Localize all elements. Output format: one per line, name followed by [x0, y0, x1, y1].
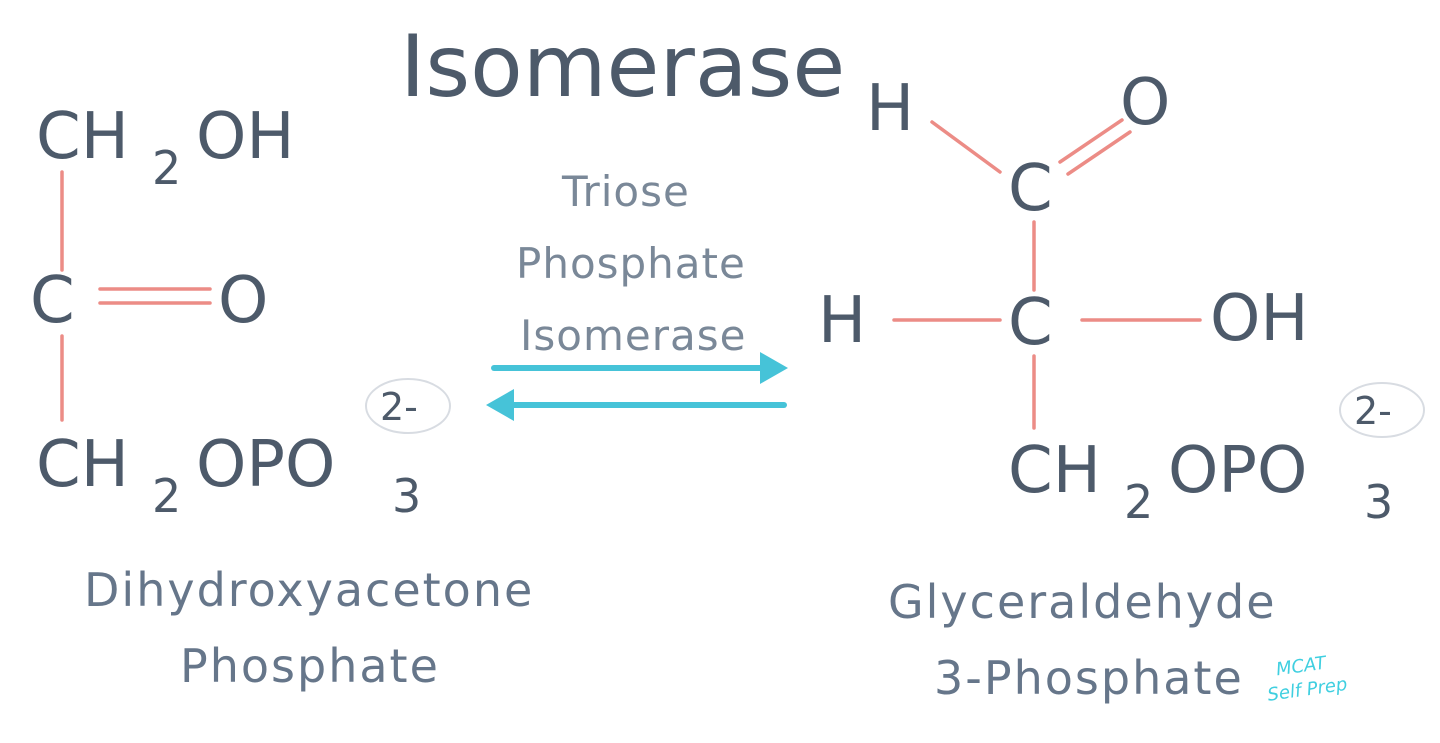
right-mid-oh: OH — [1210, 282, 1309, 356]
reverse-arrow-head — [486, 389, 514, 421]
right-double-bond-b — [1066, 130, 1132, 176]
right-bond-h-c — [930, 120, 1002, 174]
enzyme-label: Triose Phosphate Isomerase — [516, 167, 746, 360]
left-charge: 2- — [380, 385, 418, 429]
left-center-c: C — [30, 264, 75, 338]
right-mid-h: H — [818, 284, 866, 358]
left-bottom-ch: CH — [36, 428, 129, 502]
right-molecule: H O C H C OH CH 2 OPO 3 2- Gly — [818, 66, 1425, 705]
left-name-line2: Phosphate — [180, 639, 440, 693]
left-bottom-sub: 2 — [152, 469, 181, 523]
left-molecule: CH 2 OH C O CH 2 OPO 3 2- Dihydroxyaceto… — [30, 100, 534, 693]
right-name-line2: 3-Phosphate — [934, 651, 1244, 705]
left-top-oh: OH — [196, 100, 295, 174]
left-bottom-opo: OPO — [196, 428, 335, 502]
right-bottom-ch: CH — [1008, 434, 1101, 508]
logo-line1: MCAT — [1275, 652, 1330, 680]
right-charge-circle — [1339, 382, 1425, 438]
left-top-sub: 2 — [152, 141, 181, 195]
enzyme-line2: Phosphate — [516, 239, 746, 288]
enzyme-line3: Isomerase — [520, 311, 746, 360]
right-top-c: C — [1008, 152, 1053, 226]
left-double-o: O — [218, 264, 268, 338]
enzyme-line1: Triose — [561, 167, 690, 216]
right-name-line1: Glyceraldehyde — [888, 575, 1277, 629]
right-mid-c: C — [1008, 286, 1053, 360]
equilibrium-arrows — [486, 352, 788, 421]
right-bottom-sub: 2 — [1124, 475, 1153, 529]
right-double-bond-a — [1058, 118, 1124, 164]
forward-arrow-head — [760, 352, 788, 384]
right-bottom-sub3: 3 — [1364, 475, 1393, 529]
right-charge: 2- — [1354, 389, 1392, 433]
left-bottom-sub3: 3 — [392, 469, 421, 523]
left-name-line1: Dihydroxyacetone — [84, 563, 534, 617]
right-top-h: H — [866, 72, 914, 146]
left-charge-circle — [365, 378, 451, 434]
title: Isomerase — [400, 17, 845, 117]
left-top-ch: CH — [36, 100, 129, 174]
right-bottom-opo: OPO — [1168, 434, 1307, 508]
mcat-self-prep-logo: MCAT Self Prep — [1266, 652, 1348, 705]
right-top-o: O — [1120, 66, 1170, 140]
